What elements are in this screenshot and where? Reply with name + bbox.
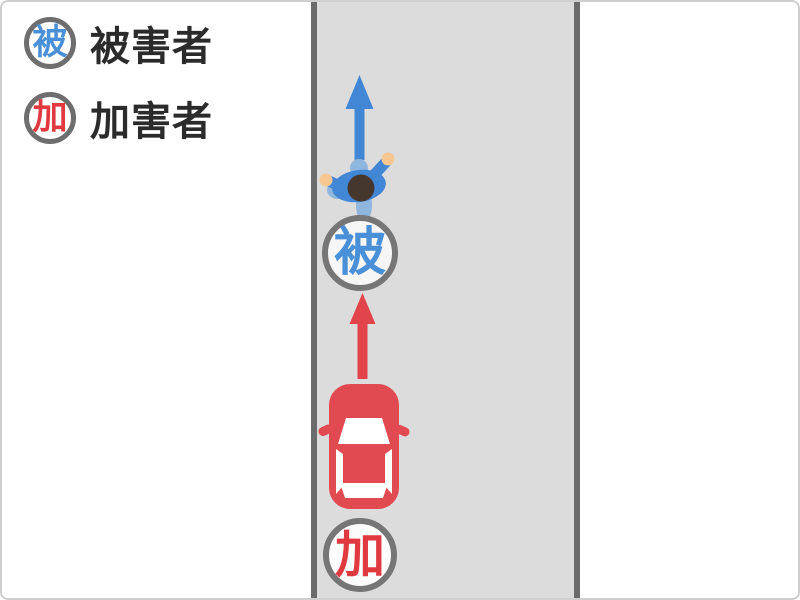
victim-direction-arrow-icon [345, 75, 374, 160]
attacker-direction-arrow-icon [349, 293, 376, 379]
car-icon [318, 384, 410, 509]
victim-legend-label: 被害者 [90, 24, 213, 70]
victim-legend-badge-symbol: 被 [32, 22, 68, 63]
attacker-road-badge-symbol: 加 [335, 526, 385, 584]
pedestrian-icon [319, 152, 395, 222]
victim-road-badge: 被 [322, 215, 398, 291]
attacker-legend-badge-symbol: 加 [32, 97, 68, 138]
attacker-legend-badge: 加 [24, 92, 76, 144]
attacker-legend-label: 加害者 [90, 99, 213, 145]
attacker-road-badge: 加 [323, 518, 397, 592]
legend-item-victim: 被 被害者 [24, 14, 213, 72]
legend: 被 被害者 加 加害者 [24, 14, 213, 164]
legend-item-attacker: 加 加害者 [24, 89, 213, 147]
victim-road-badge-symbol: 被 [333, 223, 386, 283]
victim-legend-badge: 被 [24, 17, 76, 69]
